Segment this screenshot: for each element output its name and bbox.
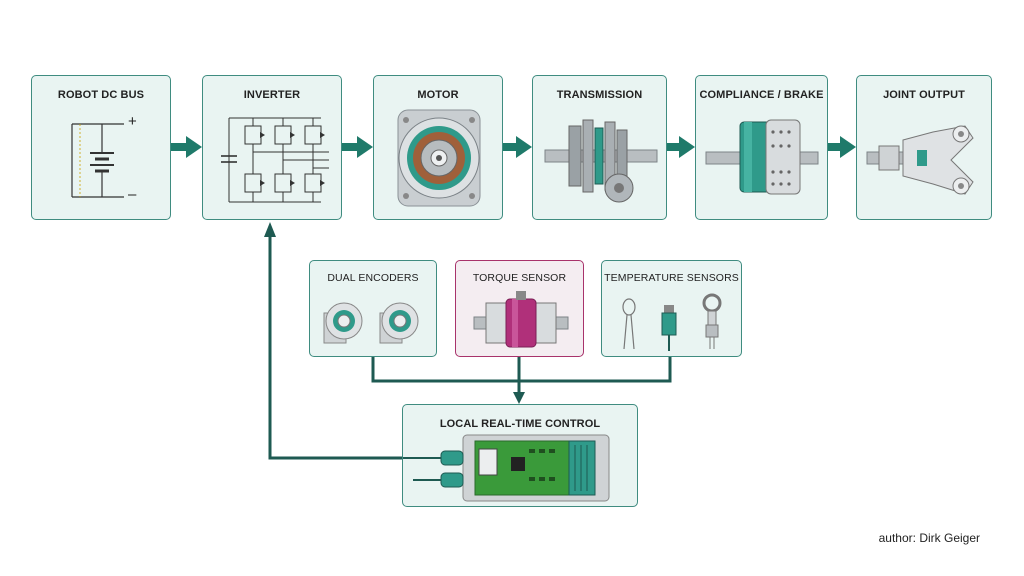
control-title: LOCAL REAL-TIME CONTROL — [439, 418, 601, 430]
sensor-bus-wire — [371, 357, 672, 393]
stage-title: JOINT OUTPUT — [883, 89, 965, 101]
sensor-bus-arrowhead — [513, 392, 525, 404]
stage-inverter: INVERTER — [202, 75, 342, 220]
sensor-title: DUAL ENCODERS — [327, 272, 419, 284]
local-realtime-control: LOCAL REAL-TIME CONTROL — [402, 404, 638, 507]
sensor-dual-encoders: DUAL ENCODERS — [309, 260, 437, 357]
controller-board-illustration — [403, 434, 610, 502]
stage-motor: MOTOR — [373, 75, 503, 220]
stage-joint-output: JOINT OUTPUT — [856, 75, 992, 220]
flow-arrow — [503, 136, 532, 158]
stage-title: TRANSMISSION — [556, 89, 643, 101]
stage-compliance-brake: COMPLIANCE / BRAKE — [695, 75, 828, 220]
control-to-inverter-arrowhead — [264, 222, 276, 237]
stage-title: MOTOR — [417, 89, 459, 101]
joint-output-illustration — [866, 125, 974, 195]
flow-arrow — [171, 136, 202, 158]
sensor-title: TORQUE SENSOR — [472, 272, 567, 284]
compliance-brake-illustration — [705, 119, 819, 195]
sensor-torque: TORQUE SENSOR — [455, 260, 584, 357]
encoders-illustration — [323, 302, 419, 344]
stage-dc-bus: ROBOT DC BUS + – — [31, 75, 171, 220]
flow-arrow — [828, 136, 856, 158]
dc-minus-sign: – — [128, 186, 137, 203]
sensor-title: TEMPERATURE SENSORS — [604, 272, 739, 284]
control-to-inverter-wire — [268, 236, 460, 460]
dc-plus-sign: + — [128, 113, 137, 130]
temperature-sensors-illustration — [622, 293, 722, 351]
torque-sensor-illustration — [473, 291, 569, 348]
author-credit: author: Dirk Geiger — [878, 531, 980, 545]
motor-illustration — [397, 109, 481, 207]
flow-arrow — [667, 136, 695, 158]
stage-title: INVERTER — [243, 89, 301, 101]
transmission-illustration — [544, 119, 658, 203]
stage-title: ROBOT DC BUS — [57, 89, 145, 101]
inverter-schematic — [221, 117, 329, 203]
flow-arrow — [342, 136, 373, 158]
dc-bus-schematic — [71, 123, 124, 198]
stage-title: COMPLIANCE / BRAKE — [699, 89, 824, 101]
stage-transmission: TRANSMISSION — [532, 75, 667, 220]
sensor-temperature: TEMPERATURE SENSORS — [601, 260, 742, 357]
